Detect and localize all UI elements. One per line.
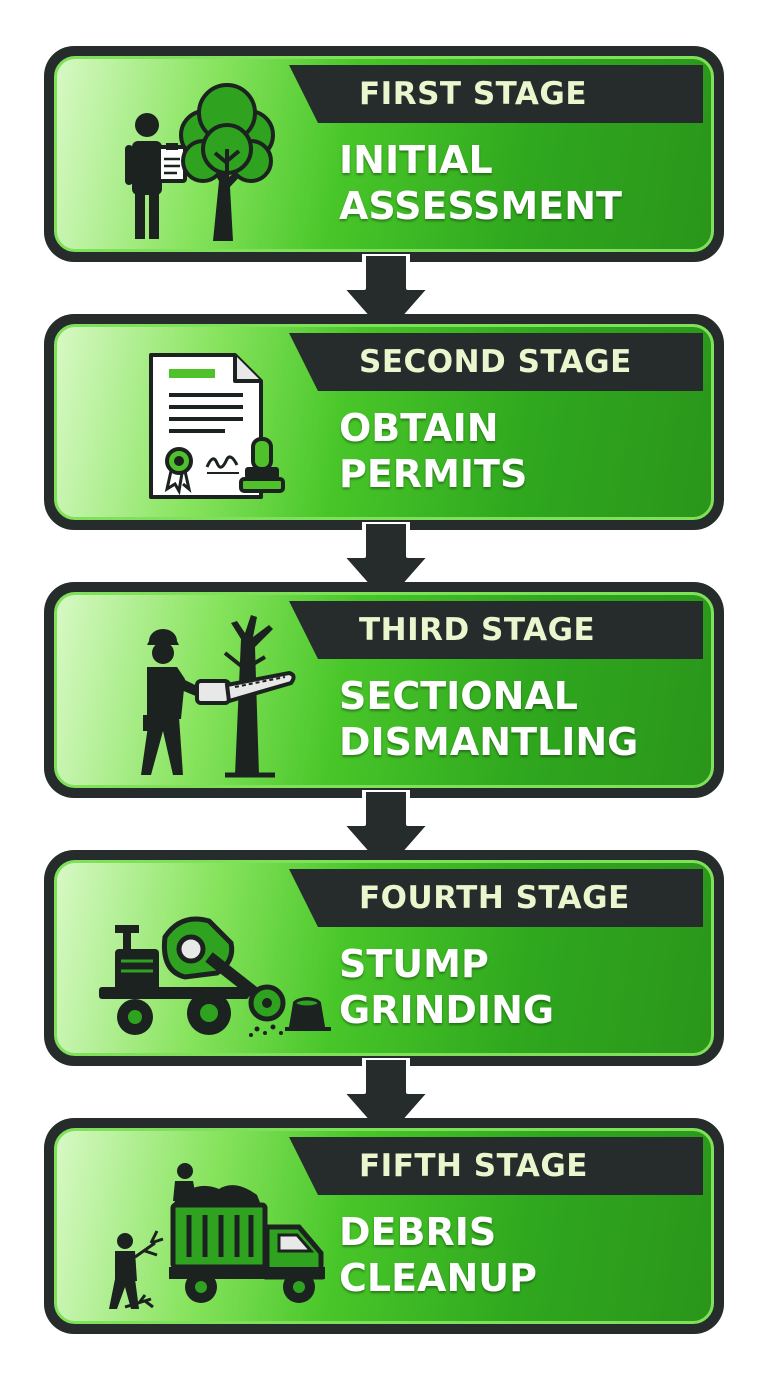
stage-title-line: PERMITS <box>339 452 528 496</box>
stage-label: FOURTH STAGE <box>289 869 703 927</box>
stage-title-line: GRINDING <box>339 988 555 1032</box>
stage-title-line: DISMANTLING <box>339 720 639 764</box>
stage-label: THIRD STAGE <box>289 601 703 659</box>
stage-card-4: FOURTH STAGE STUMP GRINDING <box>44 850 724 1066</box>
debris-truck-icon <box>85 1145 335 1315</box>
stage-title: OBTAIN PERMITS <box>339 405 527 497</box>
stage-title: SECTIONAL DISMANTLING <box>339 673 638 765</box>
down-arrow-icon <box>338 1058 434 1150</box>
stage-card-2: SECOND STAGE OBTAIN PERMITS <box>44 314 724 530</box>
stage-title-line: CLEANUP <box>339 1256 537 1300</box>
chainsaw-worker-icon <box>85 609 335 779</box>
stage-title-line: STUMP <box>339 942 489 986</box>
stage-label: FIRST STAGE <box>289 65 703 123</box>
inspector-tree-icon <box>85 73 335 243</box>
stage-panel: FIFTH STAGE DEBRIS CLEANUP <box>54 1128 714 1324</box>
stage-panel: FOURTH STAGE STUMP GRINDING <box>54 860 714 1056</box>
stage-title: STUMP GRINDING <box>339 941 554 1033</box>
stage-label: SECOND STAGE <box>289 333 703 391</box>
stump-grinder-icon <box>85 877 335 1047</box>
stage-label: FIFTH STAGE <box>289 1137 703 1195</box>
down-arrow-icon <box>338 254 434 346</box>
stage-panel: THIRD STAGE SECTIONAL DISMANTLING <box>54 592 714 788</box>
stage-title-line: DEBRIS <box>339 1210 497 1254</box>
stage-title: INITIAL ASSESSMENT <box>339 137 622 229</box>
stage-panel: FIRST STAGE INITIAL ASSESSMENT <box>54 56 714 252</box>
stage-card-1: FIRST STAGE INITIAL ASSESSMENT <box>44 46 724 262</box>
down-arrow-icon <box>338 522 434 614</box>
stage-panel: SECOND STAGE OBTAIN PERMITS <box>54 324 714 520</box>
stage-title-line: SECTIONAL <box>339 674 579 718</box>
stage-title: DEBRIS CLEANUP <box>339 1209 537 1301</box>
down-arrow-icon <box>338 790 434 882</box>
permit-document-icon <box>85 341 335 511</box>
stage-card-3: THIRD STAGE SECTIONAL DISMANTLING <box>44 582 724 798</box>
stage-title-line: INITIAL <box>339 138 493 182</box>
stage-title-line: ASSESSMENT <box>339 184 622 228</box>
stage-card-5: FIFTH STAGE DEBRIS CLEANUP <box>44 1118 724 1334</box>
stage-title-line: OBTAIN <box>339 406 499 450</box>
